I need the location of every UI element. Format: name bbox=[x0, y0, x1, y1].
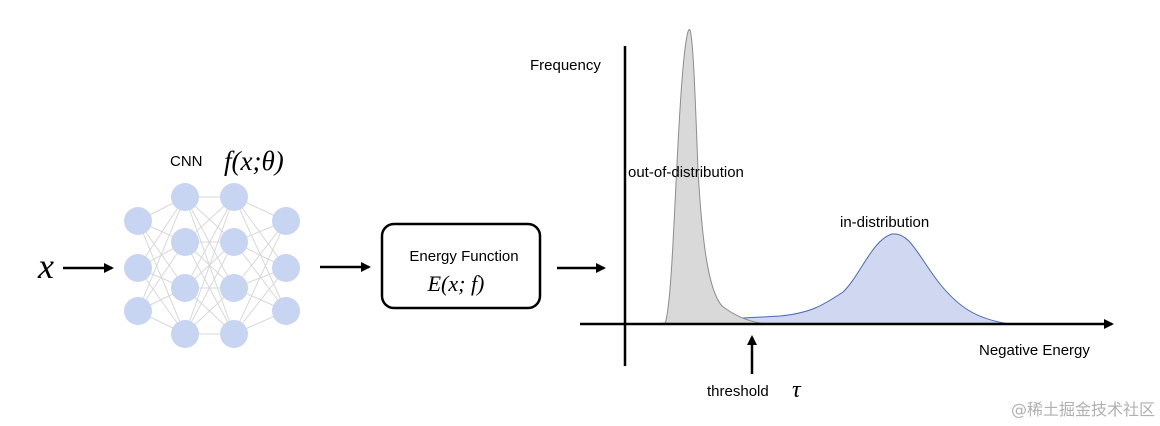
out-of-distribution-curve bbox=[664, 28, 761, 325]
input-x-symbol: x bbox=[37, 246, 54, 286]
network-edge bbox=[233, 220, 287, 335]
network-node bbox=[220, 228, 248, 256]
network-edge bbox=[137, 196, 186, 269]
energy-function-formula: E(x; f) bbox=[427, 271, 485, 296]
in-distribution-curve bbox=[654, 233, 1011, 325]
network-edges bbox=[137, 196, 287, 335]
network-edge bbox=[184, 196, 235, 335]
network-node bbox=[171, 228, 199, 256]
y-axis-label: Frequency bbox=[530, 57, 601, 74]
watermark: @稀土掘金技术社区 bbox=[1011, 400, 1155, 419]
network-node bbox=[220, 183, 248, 211]
network-nodes bbox=[124, 183, 300, 348]
network-edge bbox=[184, 196, 235, 289]
network-node bbox=[220, 274, 248, 302]
id-label: in-distribution bbox=[840, 214, 929, 231]
network-node bbox=[124, 207, 152, 235]
network-node bbox=[124, 297, 152, 325]
energy-function-title: Energy Function bbox=[409, 248, 518, 265]
energy-function-box bbox=[380, 222, 542, 310]
threshold-label: threshold bbox=[707, 383, 769, 400]
threshold-symbol: τ bbox=[792, 377, 802, 403]
network-formula: f(x;θ) bbox=[224, 146, 284, 176]
network-edge bbox=[184, 241, 235, 335]
cnn-label: CNN bbox=[170, 153, 203, 170]
network-node bbox=[272, 254, 300, 282]
network-node bbox=[220, 320, 248, 348]
network-node bbox=[272, 297, 300, 325]
network-node bbox=[171, 320, 199, 348]
network-edge bbox=[233, 196, 287, 269]
network-node bbox=[124, 254, 152, 282]
x-axis-label: Negative Energy bbox=[979, 342, 1090, 359]
network-edge bbox=[233, 267, 287, 335]
network-node bbox=[272, 207, 300, 235]
network-node bbox=[171, 183, 199, 211]
network-node bbox=[171, 274, 199, 302]
ood-label: out-of-distribution bbox=[628, 164, 744, 181]
network-edge bbox=[233, 220, 287, 289]
network-edge bbox=[137, 196, 186, 312]
